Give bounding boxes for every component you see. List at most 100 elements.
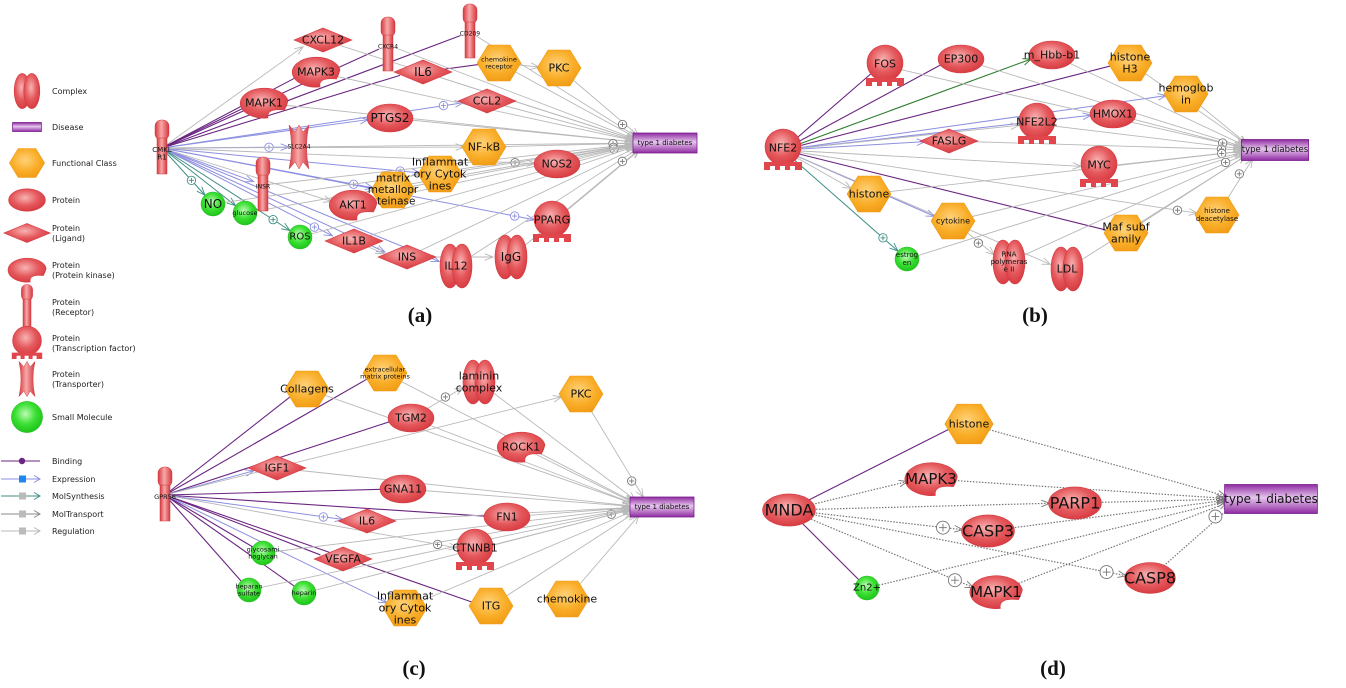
- node-functional-class[interactable]: cytokine: [930, 202, 976, 240]
- node-label: PKC: [549, 62, 570, 75]
- functional-class-icon: [1103, 214, 1149, 252]
- node-functional-class[interactable]: PKC: [558, 375, 604, 413]
- node-protein[interactable]: EP300: [937, 44, 985, 74]
- complex-icon: [13, 73, 41, 109]
- node-functional-class[interactable]: ITG: [468, 587, 514, 625]
- node-label: MNDA: [765, 501, 814, 520]
- node-protein[interactable]: NOS2: [533, 149, 581, 179]
- node-small-molecule[interactable]: Zn2+: [853, 575, 881, 601]
- ligand-icon: [3, 223, 51, 243]
- node-kinase[interactable]: ROCK1: [496, 431, 546, 463]
- edge-dotted: [968, 423, 1227, 497]
- complex-icon: [992, 239, 1026, 285]
- node-protein[interactable]: m_Hbb-b1: [1024, 40, 1080, 70]
- node-ligand[interactable]: INS: [377, 244, 437, 270]
- node-protein[interactable]: HMOX1: [1089, 99, 1137, 129]
- binding-edge-icon: [1, 457, 40, 465]
- node-kinase[interactable]: MAPK1: [969, 575, 1023, 610]
- node-receptor[interactable]: INSR: [255, 156, 271, 212]
- molsynthesis-edge-icon: [1, 492, 41, 500]
- node-tf[interactable]: NFE2L2: [1016, 102, 1058, 144]
- arrowhead: [484, 253, 495, 261]
- node-functional-class[interactable]: histone: [846, 175, 892, 213]
- ligand-icon: [919, 128, 979, 154]
- node-transporter[interactable]: SLC2A4: [287, 124, 311, 170]
- node-protein[interactable]: GNA11: [379, 474, 427, 504]
- legend-item-disease: Disease: [12, 122, 84, 132]
- node-tf[interactable]: MYC: [1080, 145, 1118, 187]
- node-functional-class[interactable]: PKC: [536, 49, 582, 87]
- node-receptor[interactable]: CD209: [460, 3, 480, 59]
- node-small-molecule[interactable]: glucose: [233, 200, 258, 226]
- node-receptor[interactable]: CXCR4: [378, 16, 398, 72]
- node-small-molecule[interactable]: NO: [200, 191, 226, 217]
- node-functional-class[interactable]: Collagens: [280, 370, 334, 408]
- node-ligand[interactable]: IL1B: [324, 228, 384, 254]
- node-disease[interactable]: type 1 diabetes: [632, 132, 698, 154]
- node-kinase[interactable]: MAPK3: [904, 462, 958, 497]
- node-label: chemokine: [481, 55, 517, 63]
- node-protein[interactable]: TGM2: [387, 403, 435, 433]
- node-ligand[interactable]: FASLG: [919, 128, 979, 154]
- node-disease[interactable]: type 1 diabetes: [1241, 139, 1310, 161]
- node-label: histone: [949, 418, 990, 431]
- edge-regulation: [483, 142, 634, 148]
- node-protein[interactable]: MNDA: [762, 493, 816, 527]
- node-protein[interactable]: CASP3: [961, 514, 1015, 548]
- edge-dotted: [788, 480, 908, 511]
- edge-regulation: [161, 46, 304, 149]
- node-ligand[interactable]: IL6: [393, 59, 453, 85]
- node-small-molecule[interactable]: heparin: [292, 580, 317, 606]
- node-complex[interactable]: IL12: [439, 243, 473, 289]
- legend-label: Regulation: [52, 527, 95, 536]
- node-protein[interactable]: FN1: [483, 502, 531, 532]
- ligand-icon: [313, 546, 373, 572]
- edge-regulation: [164, 396, 562, 496]
- node-receptor[interactable]: GPR56: [154, 466, 176, 522]
- node-ligand[interactable]: IGF1: [247, 455, 307, 481]
- node-tf[interactable]: CTNNB1: [452, 528, 498, 570]
- node-ligand[interactable]: CXCL12: [293, 27, 353, 53]
- node-disease[interactable]: type 1 diabetes: [1224, 484, 1318, 514]
- node-kinase[interactable]: MAPK3: [291, 56, 341, 88]
- edge-synth-green: [782, 58, 1032, 151]
- node-protein[interactable]: PTGS2: [366, 103, 414, 133]
- node-tf[interactable]: NFE2: [764, 128, 802, 170]
- node-ligand[interactable]: CCL2: [457, 88, 517, 114]
- node-functional-class[interactable]: NF-kB: [461, 128, 507, 166]
- node-protein[interactable]: CASP8: [1124, 562, 1176, 594]
- node-small-molecule[interactable]: ROS: [287, 224, 313, 250]
- edge-regulation: [1125, 155, 1246, 234]
- node-disease[interactable]: type 1 diabetes: [629, 496, 695, 518]
- functional-class-icon: [536, 49, 582, 87]
- edge-expression: [161, 147, 254, 183]
- node-complex[interactable]: IgG: [494, 234, 528, 280]
- node-complex[interactable]: LDL: [1050, 246, 1084, 292]
- node-ligand[interactable]: IL6: [337, 508, 397, 534]
- node-protein[interactable]: PARP1: [1048, 486, 1102, 520]
- node-ligand[interactable]: VEGFA: [313, 546, 373, 572]
- node-kinase[interactable]: AKT1: [328, 189, 378, 221]
- node-tf[interactable]: PPARG: [533, 200, 571, 242]
- node-functional-class[interactable]: chemokine: [537, 580, 598, 618]
- protein-icon: [762, 493, 816, 527]
- node-label: CMKL: [152, 146, 172, 154]
- node-kinase[interactable]: MAPK1: [239, 87, 289, 119]
- node-functional-class[interactable]: histone: [944, 403, 994, 445]
- node-tf[interactable]: FOS: [866, 44, 904, 86]
